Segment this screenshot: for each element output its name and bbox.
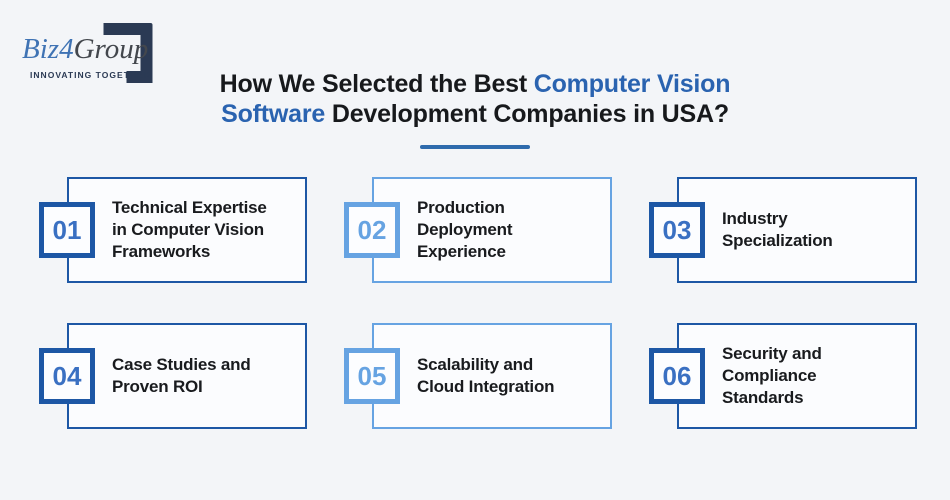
criteria-card-number-badge: 04 — [39, 348, 95, 404]
criteria-card-number-badge: 01 — [39, 202, 95, 258]
page-title: How We Selected the Best Computer Vision… — [0, 69, 950, 129]
criteria-grid: Technical Expertise in Computer Vision F… — [39, 177, 917, 429]
title-line-1: How We Selected the Best Computer Vision — [0, 69, 950, 99]
criteria-card-label: Case Studies and Proven ROI — [112, 355, 251, 396]
criteria-card-05: Scalability and Cloud Integration 05 — [344, 323, 612, 429]
criteria-card-label: Security and Compliance Standards — [722, 344, 822, 407]
criteria-card-06: Security and Compliance Standards 06 — [649, 323, 917, 429]
criteria-card-01: Technical Expertise in Computer Vision F… — [39, 177, 307, 283]
criteria-card-box: Technical Expertise in Computer Vision F… — [67, 177, 307, 283]
criteria-card-box: Production Deployment Experience — [372, 177, 612, 283]
logo-bracket-icon — [103, 23, 153, 83]
criteria-card-03: Industry Specialization 03 — [649, 177, 917, 283]
criteria-card-label: Production Deployment Experience — [417, 198, 513, 261]
criteria-card-number-badge: 05 — [344, 348, 400, 404]
criteria-card-label: Industry Specialization — [722, 209, 833, 250]
criteria-card-box: Industry Specialization — [677, 177, 917, 283]
title-line2-dark: Development Companies in USA? — [331, 100, 729, 128]
logo-4-text: 4 — [59, 33, 74, 65]
logo-tagline: INNOVATING TOGETHER — [30, 70, 151, 80]
criteria-card-number-badge: 03 — [649, 202, 705, 258]
title-line1-blue: Computer Vision — [533, 70, 731, 98]
title-underline — [420, 145, 530, 149]
title-line2-blue: Software — [221, 100, 326, 128]
biz4group-logo: Biz4Group INNOVATING TOGETHER — [22, 18, 162, 96]
criteria-card-box: Security and Compliance Standards — [677, 323, 917, 429]
logo-wordmark: Biz4Group — [22, 32, 148, 66]
title-line-2: Software Development Companies in USA? — [0, 99, 950, 129]
criteria-card-number-badge: 02 — [344, 202, 400, 258]
logo-biz-text: Biz — [22, 33, 60, 65]
criteria-card-label: Technical Expertise in Computer Vision F… — [112, 198, 267, 261]
logo-group-text: Group — [73, 33, 149, 65]
criteria-card-02: Production Deployment Experience 02 — [344, 177, 612, 283]
criteria-card-label: Scalability and Cloud Integration — [417, 355, 555, 396]
title-line1-dark: How We Selected the Best — [219, 70, 528, 98]
criteria-card-box: Case Studies and Proven ROI — [67, 323, 307, 429]
criteria-card-number-badge: 06 — [649, 348, 705, 404]
criteria-card-04: Case Studies and Proven ROI 04 — [39, 323, 307, 429]
criteria-card-box: Scalability and Cloud Integration — [372, 323, 612, 429]
